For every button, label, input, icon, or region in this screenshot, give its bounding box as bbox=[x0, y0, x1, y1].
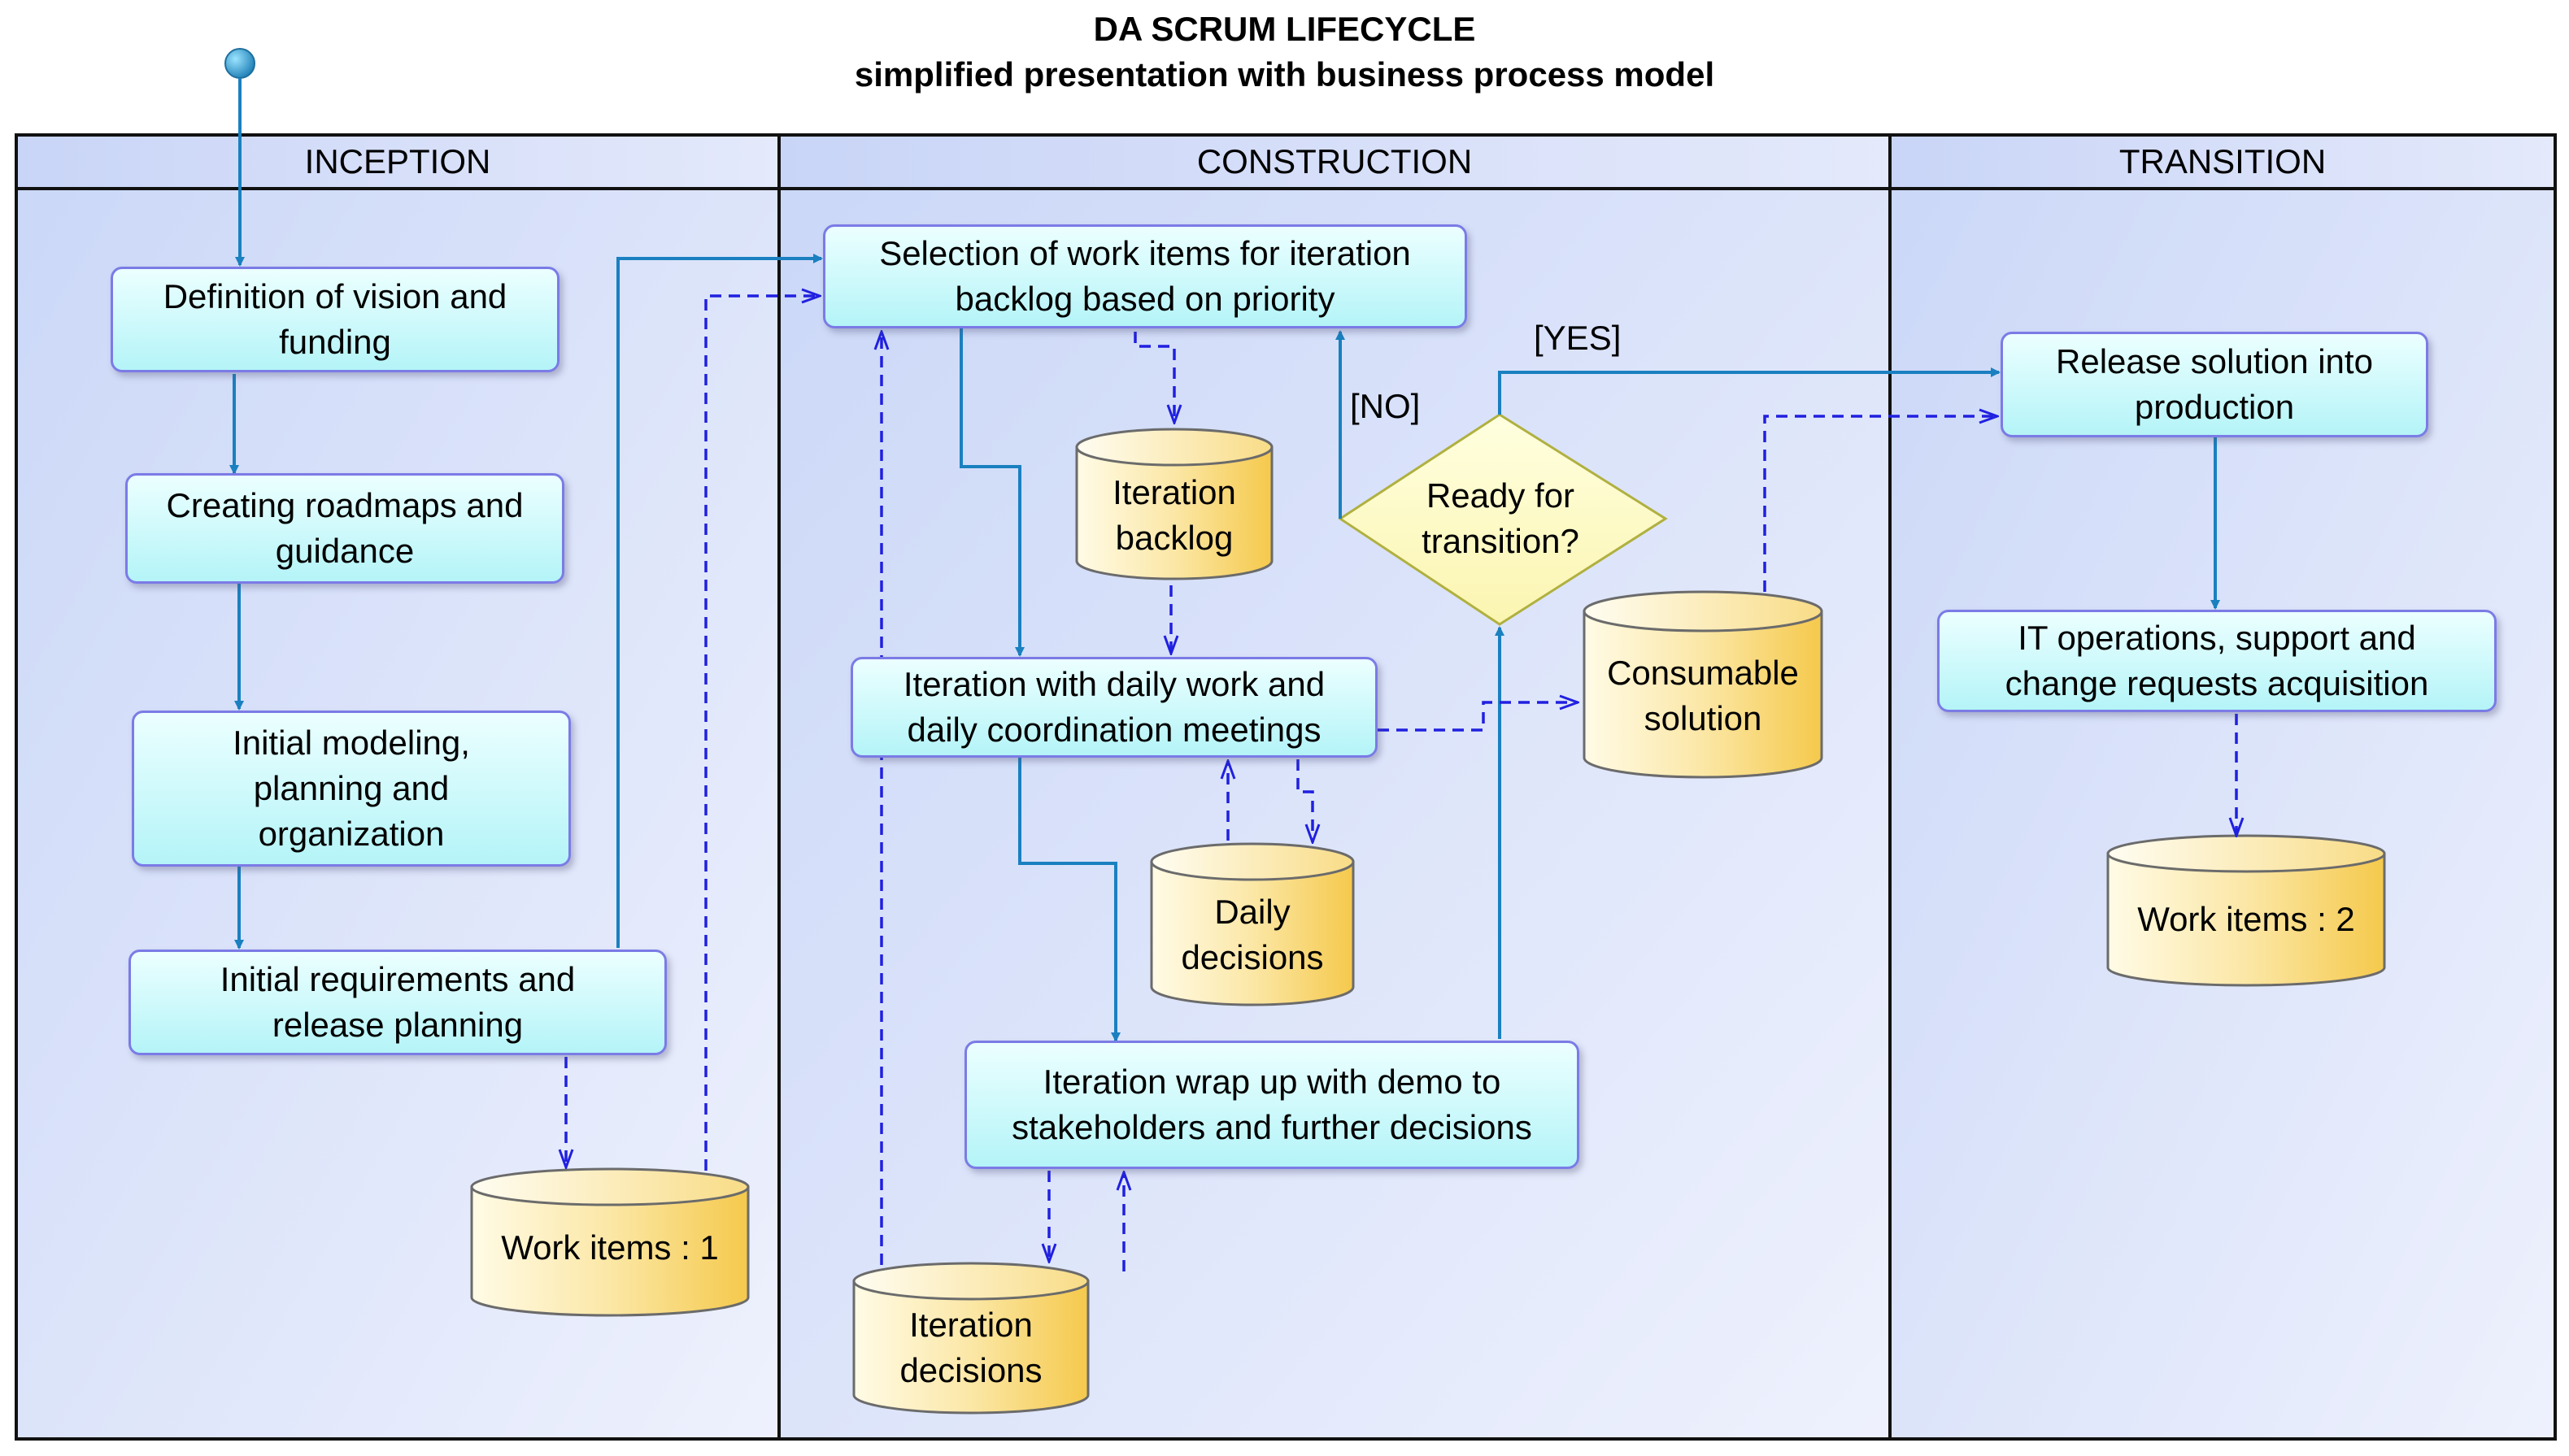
lane-transition bbox=[1888, 133, 2557, 1441]
oflow-selection-to-backlog bbox=[1134, 332, 1174, 423]
control-flows bbox=[229, 78, 2220, 1042]
store-label-work-items-1: Work items : 1 bbox=[501, 1228, 719, 1267]
activity-roadmaps-guidance[interactable]: Creating roadmaps and guidance bbox=[125, 473, 564, 584]
store-consumable-solution bbox=[1583, 590, 1823, 779]
guard-no: [NO] bbox=[1350, 387, 1421, 425]
flow-decision-yes bbox=[1498, 367, 2001, 415]
store-label-daily-decisions: Daily decisions bbox=[1181, 893, 1324, 976]
lane-header-bg-transition bbox=[1888, 133, 2557, 190]
activity-iteration-daily-work[interactable]: Iteration with daily work and daily coor… bbox=[851, 657, 1378, 758]
store-label-work-items-2: Work items : 2 bbox=[2137, 900, 2355, 938]
flow-iteration-to-wrapup bbox=[1018, 756, 1121, 1042]
activity-it-operations[interactable]: IT operations, support and change reques… bbox=[1937, 610, 2497, 712]
activity-release-solution[interactable]: Release solution into production bbox=[2001, 332, 2428, 437]
store-label-iteration-decisions: Iteration decisions bbox=[899, 1306, 1043, 1389]
object-flows bbox=[566, 296, 2236, 1271]
store-work-items-1 bbox=[470, 1167, 750, 1317]
activity-initial-requirements[interactable]: Initial requirements and release plannin… bbox=[128, 950, 667, 1055]
store-iteration-decisions bbox=[852, 1262, 1090, 1415]
lane-header-bg-construction bbox=[777, 133, 1892, 190]
flow-selection-to-iteration bbox=[960, 327, 1025, 657]
diagram-title: DA SCRUM LIFECYCLE bbox=[1093, 10, 1476, 48]
activity-vision-funding[interactable]: Definition of vision and funding bbox=[111, 267, 560, 372]
flow-requirements-to-selection bbox=[616, 254, 823, 948]
lane-header-inception: INCEPTION bbox=[304, 142, 491, 180]
decision-diamond bbox=[1338, 413, 1668, 626]
activity-selection-work-items[interactable]: Selection of work items for iteration ba… bbox=[823, 224, 1467, 328]
store-label-iteration-backlog: Iteration backlog bbox=[1113, 473, 1236, 557]
oflow-iteration-to-consumable bbox=[1378, 702, 1578, 732]
store-iteration-backlog bbox=[1075, 428, 1274, 580]
data-stores bbox=[470, 428, 2386, 1415]
store-label-consumable-solution: Consumable solution bbox=[1607, 654, 1799, 737]
lane-header-transition: TRANSITION bbox=[2118, 142, 2327, 180]
diagram-subtitle: simplified presentation with business pr… bbox=[854, 55, 1715, 93]
oflow-iteration-to-daily bbox=[1296, 759, 1313, 842]
oflow-work1-to-selection bbox=[704, 296, 820, 1171]
activity-initial-modeling[interactable]: Initial modeling, planning and organizat… bbox=[132, 711, 571, 867]
store-work-items-2 bbox=[2106, 834, 2386, 987]
store-daily-decisions bbox=[1150, 842, 1355, 1006]
guard-yes: [YES] bbox=[1534, 319, 1622, 357]
decision-ready-for-transition: Ready for transition? bbox=[1422, 476, 1579, 560]
lane-construction bbox=[777, 133, 1892, 1441]
lane-header-construction: CONSTRUCTION bbox=[1196, 142, 1473, 180]
oflow-consumable-to-release bbox=[1763, 416, 1997, 592]
activity-iteration-wrap-up[interactable]: Iteration wrap up with demo to stakehold… bbox=[964, 1041, 1579, 1169]
